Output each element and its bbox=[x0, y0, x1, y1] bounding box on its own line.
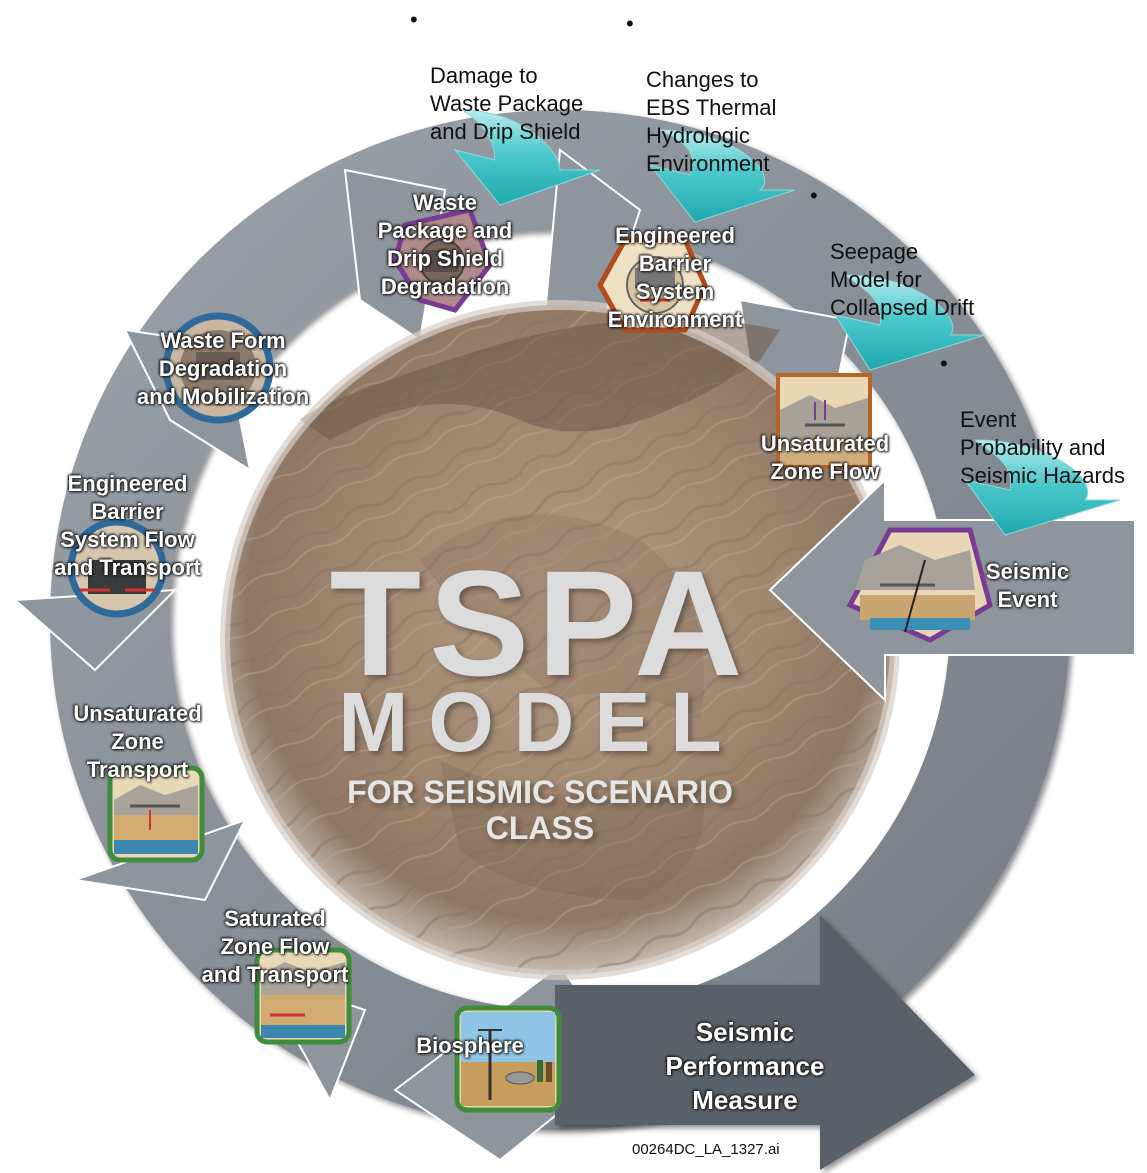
ebs-environment-icon bbox=[597, 237, 708, 333]
influence-note-damage: • Damage to Waste Package and Drip Shiel… bbox=[410, 6, 620, 146]
biosphere-icon bbox=[454, 1005, 562, 1113]
unsaturated-zone-flow-icon bbox=[776, 373, 872, 469]
influence-text: Changes to EBS Thermal Hydrologic Enviro… bbox=[646, 67, 777, 176]
ebs-flow-transport-icon bbox=[67, 518, 167, 618]
waste-package-icon bbox=[392, 207, 493, 313]
node-unsaturated-zone-flow: Unsaturated Zone Flow bbox=[760, 431, 890, 484]
diagram-title: TSPA bbox=[329, 539, 751, 707]
node-uz-transport: Unsaturated Zone Transport bbox=[73, 701, 202, 782]
output-arrow bbox=[555, 915, 975, 1170]
influence-arrows bbox=[453, 109, 1121, 536]
influence-text: Damage to Waste Package and Drip Shield bbox=[430, 63, 584, 144]
uz-transport-icon bbox=[107, 765, 205, 863]
sz-flow-transport-icon bbox=[254, 947, 352, 1045]
bullet: • bbox=[626, 11, 634, 36]
bullet: • bbox=[410, 7, 418, 32]
node-ebs-environment: Engineered Barrier System Environment bbox=[607, 223, 743, 332]
node-waste-package-degradation: Waste Package and Drip Shield Degradatio… bbox=[377, 190, 513, 299]
seismic-event-icon bbox=[846, 527, 993, 643]
waste-form-icon bbox=[162, 312, 274, 424]
influence-text: Seepage Model for Collapsed Drift bbox=[830, 239, 975, 320]
diagram-title-line2: MODEL bbox=[338, 675, 742, 769]
file-identifier: 00264DC_LA_1327.ai bbox=[632, 1141, 780, 1158]
bullet: • bbox=[810, 183, 818, 208]
node-biosphere: Biosphere bbox=[416, 1033, 524, 1058]
output-seismic-performance-measure: Seismic Performance Measure bbox=[665, 1017, 825, 1115]
influence-note-event-probability: • Event Probability and Seismic Hazards bbox=[940, 350, 1140, 490]
node-sz-flow-transport: Saturated Zone Flow and Transport bbox=[201, 906, 349, 987]
influence-note-seepage: • Seepage Model for Collapsed Drift bbox=[810, 182, 1020, 322]
desert-photo bbox=[220, 300, 900, 980]
bullet: • bbox=[940, 351, 948, 376]
node-waste-form-degradation: Waste Form Degradation and Mobilization bbox=[136, 328, 310, 409]
node-ebs-flow-transport: Engineered Barrier System Flow and Trans… bbox=[54, 471, 201, 580]
influence-note-ebs-thermal: • Changes to EBS Thermal Hydrologic Envi… bbox=[626, 10, 816, 178]
diagram-subtitle: FOR SEISMIC SCENARIO CLASS bbox=[347, 774, 733, 846]
influence-text: Event Probability and Seismic Hazards bbox=[960, 407, 1126, 488]
node-seismic-event: Seismic Event bbox=[985, 559, 1070, 612]
